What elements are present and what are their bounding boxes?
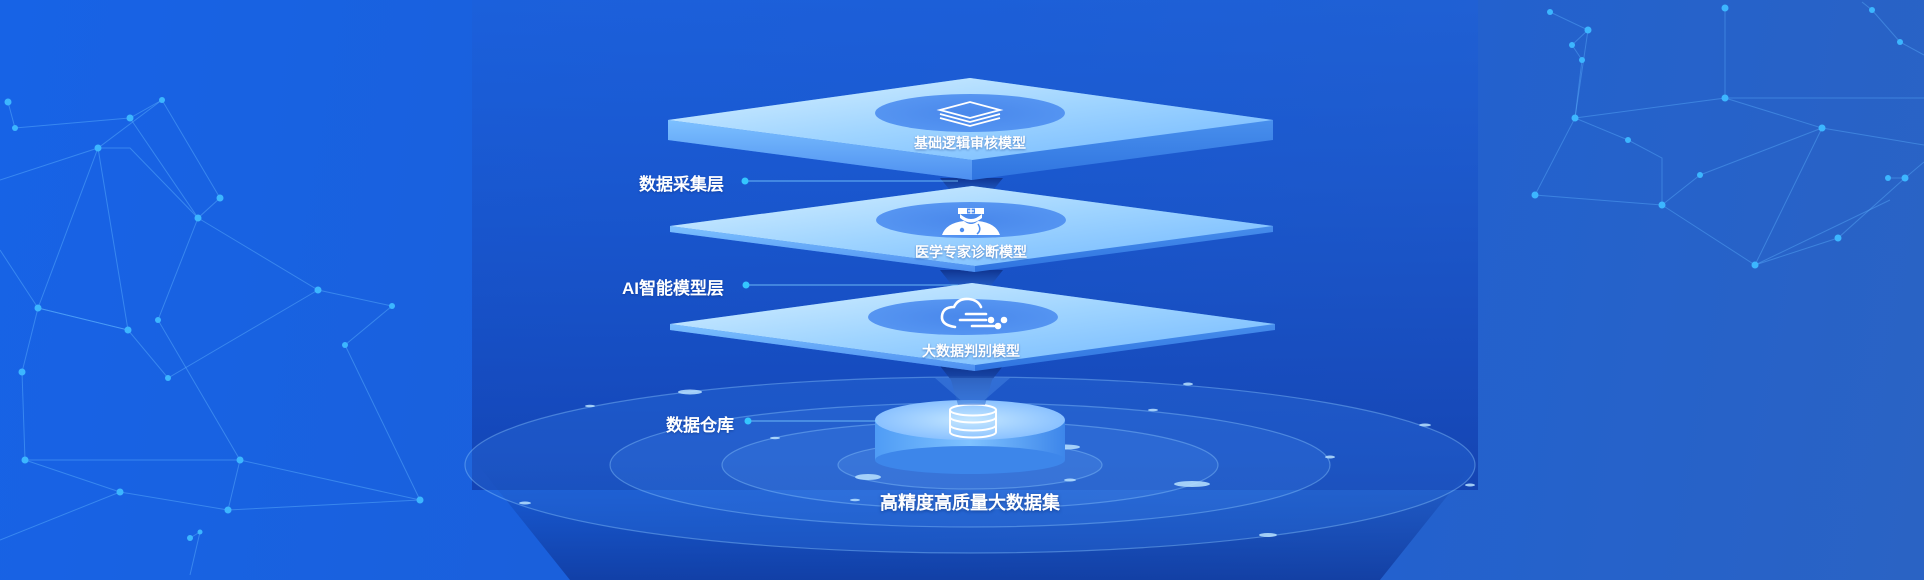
base-beam (470, 455, 1480, 580)
base-label: 高精度高质量大数据集 (880, 493, 1060, 513)
layer-label-3: 大数据判别模型 (922, 343, 1020, 359)
layer-plate-1 (668, 78, 1273, 180)
cloud-data-icon (940, 297, 1008, 330)
base-sparkles (519, 382, 1475, 537)
side-label-collection: 数据采集层 (639, 175, 724, 194)
network-right-nodes (1531, 4, 1909, 269)
side-label-warehouse: 数据仓库 (666, 416, 734, 435)
leader-lines (745, 180, 958, 422)
database-cylinder (875, 400, 1065, 474)
funnel-3b (935, 378, 1010, 404)
layer-label-1: 基础逻辑审核模型 (914, 135, 1026, 151)
network-left-nodes (4, 97, 424, 541)
network-left (0, 99, 421, 576)
layer-label-2: 医学专家诊断模型 (915, 244, 1027, 260)
stacked-layers-icon (936, 101, 1004, 127)
doctor-icon (942, 208, 1000, 235)
leader-dots (741, 177, 752, 425)
funnel-3 (940, 366, 1003, 405)
side-label-ai: AI智能模型层 (622, 279, 724, 298)
network-right (1534, 1, 1924, 266)
